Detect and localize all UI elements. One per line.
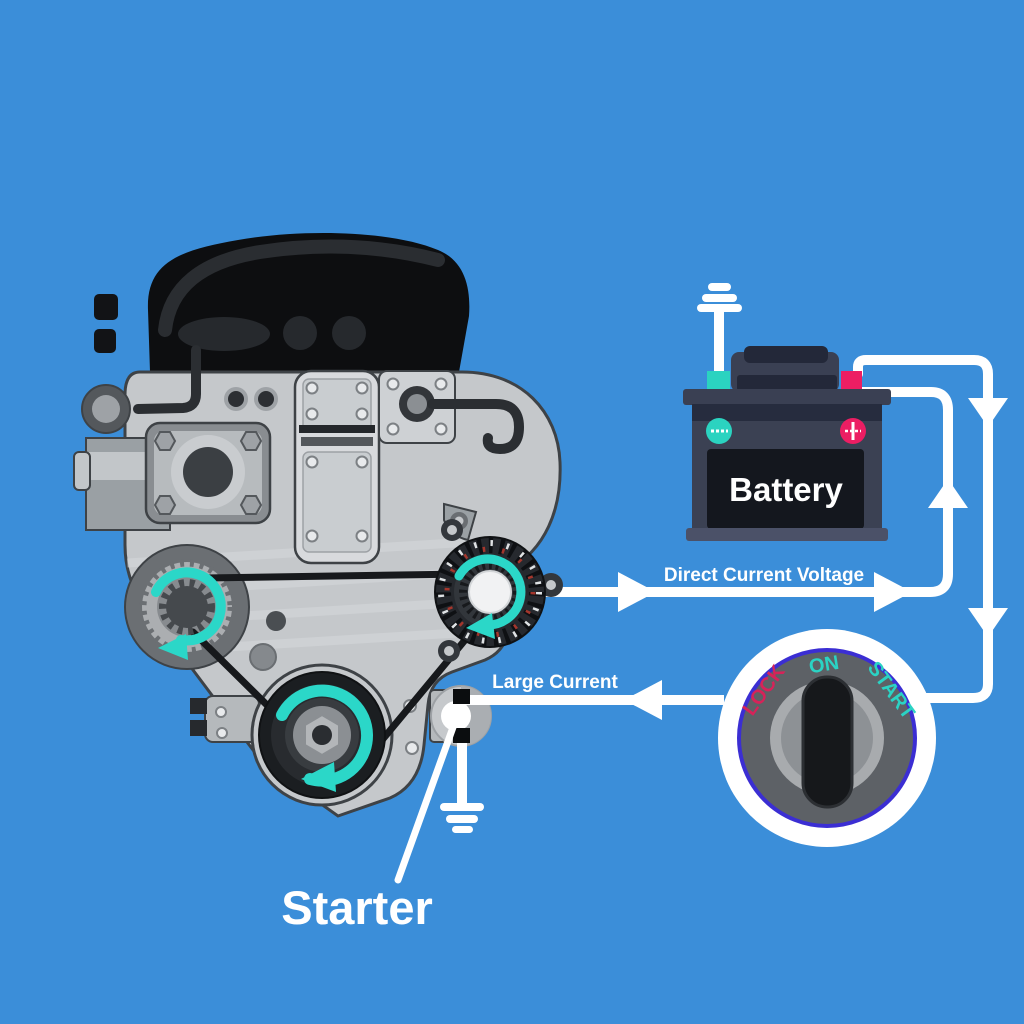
large-current-label: Large Current (492, 672, 618, 693)
rotation-arrow-icon (151, 567, 226, 646)
arrow-down-icon (968, 398, 1008, 427)
battery-negative-post (707, 371, 730, 391)
cover-port (283, 316, 317, 350)
right-port (407, 394, 427, 414)
block-bosses (224, 387, 419, 755)
alternator-pulley (468, 570, 512, 614)
valve-cover-tab (94, 294, 118, 320)
labels: Direct Current Voltage Large Current Sta… (281, 565, 864, 934)
cover-port (332, 316, 366, 350)
engine (73, 233, 563, 818)
starter-terminal (453, 728, 470, 743)
ground-icon (697, 283, 742, 312)
alternator (434, 519, 563, 662)
rotation-arrowhead (466, 613, 495, 639)
battery-base (686, 528, 888, 541)
rotation-arrow-icon (276, 684, 373, 787)
valve-cover-tab (94, 329, 116, 353)
rotation-arrow-icon (454, 554, 526, 630)
right-hose (427, 399, 525, 455)
battery-handle-bar (737, 375, 837, 391)
bracket-bolt (216, 727, 228, 739)
panel-stripe-dark (299, 425, 375, 433)
right-plate-bolts (386, 377, 448, 436)
rotation-arrowhead (158, 634, 188, 660)
starter-label: Starter (281, 881, 433, 934)
hex-bolt-icon (153, 431, 263, 515)
arrow-right-icon (618, 572, 656, 612)
crank-pulley (258, 671, 386, 799)
ignition-switch: LOCK ON START (718, 629, 936, 847)
wire-battery-to-switch (853, 355, 993, 703)
rotation-arrowhead (301, 762, 336, 792)
arrow-down-icon (968, 608, 1008, 637)
starter-wiring (394, 680, 724, 884)
left-tab (73, 451, 91, 491)
battery-handle-grip (744, 346, 828, 363)
battery-label: Battery (729, 471, 843, 508)
arrow-left-icon (624, 680, 662, 720)
bracket-lug (190, 698, 207, 714)
arrow-up-icon (928, 479, 968, 508)
cover-port-oval (178, 317, 270, 351)
starter-pointer-line (394, 715, 460, 884)
arrow-right-icon (874, 572, 912, 612)
switch-position-on: ON (808, 652, 841, 678)
ground-icon (440, 803, 484, 833)
center-panel-bottom (302, 451, 372, 553)
oil-cap (92, 395, 120, 423)
direct-current-voltage-label: Direct Current Voltage (664, 565, 864, 586)
cam-gear-core (151, 567, 226, 660)
panel-bolts (305, 381, 369, 543)
breather-hose-left (133, 345, 201, 414)
battery-top-band (692, 404, 882, 421)
flow-arrows (618, 398, 1008, 637)
bracket-lug (190, 720, 207, 736)
panel-stripe (301, 437, 373, 446)
battery-label-window (707, 449, 864, 529)
battery-lid (683, 389, 891, 405)
battery-positive-post (841, 371, 862, 391)
starter-terminal (453, 689, 470, 704)
mount-hub (183, 447, 233, 497)
valve-cover-ridge (158, 239, 445, 337)
bracket-bolt (215, 706, 227, 718)
plus-icon (845, 422, 861, 440)
key-knob[interactable] (801, 675, 854, 809)
battery: Battery (683, 346, 891, 541)
